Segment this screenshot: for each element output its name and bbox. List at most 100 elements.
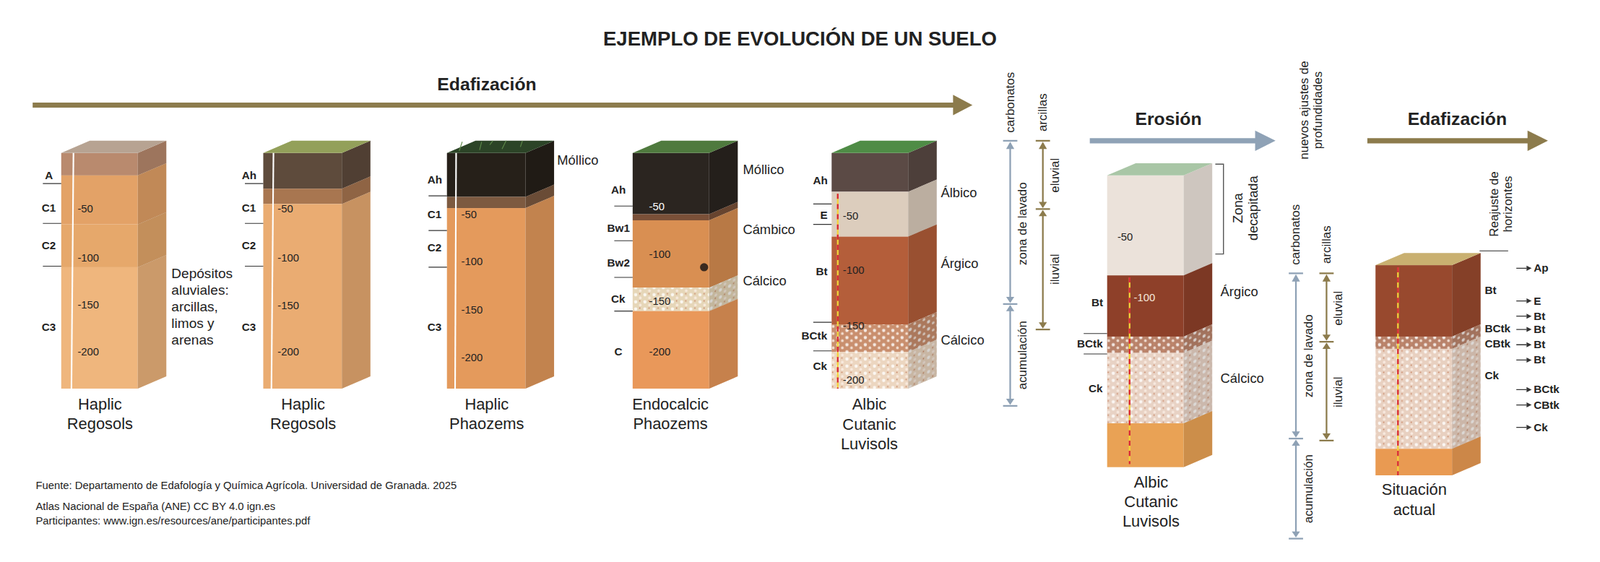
horizon-label: Bw1 (607, 221, 630, 235)
depth-mark: -50 (648, 200, 664, 214)
horizon-label: Ah (813, 174, 828, 188)
source-note: Fuente: Departamento de Edafología y Quí… (35, 479, 457, 492)
adjust-label: Reajuste de horizontes (1487, 163, 1516, 245)
horizon-label: CBtk (1533, 398, 1560, 412)
depth-mark: -50 (842, 210, 859, 223)
bracket-label: carbonatos (1288, 204, 1303, 266)
horizon-label: Bw2 (607, 256, 630, 270)
soil-block (42, 140, 167, 389)
soil-profile: Endocalcic PhaozemsAhBw1Bw2CkC-50-100-15… (605, 138, 798, 437)
depth-mark: -100 (1133, 291, 1156, 305)
horizon-label: C3 (427, 320, 443, 334)
profile-name: Albic Cutanic Luvisols (1110, 472, 1192, 532)
bracket-label: arcillas (1035, 93, 1050, 132)
process-arrow (1367, 130, 1548, 151)
depth-mark: -150 (277, 299, 300, 313)
horizon-label: C2 (427, 241, 443, 255)
profile-name: Endocalcic Phaozems (629, 394, 712, 435)
depth-bracket (1003, 140, 1051, 406)
source-note: Participantes: www.ign.es/resources/ane/… (35, 515, 310, 528)
horizon-label: C1 (41, 201, 57, 215)
diagnostic-horizon: Cálcico (940, 332, 984, 348)
soil-profile: Haplic PhaozemsAhC1C2C3-50-100-150-200Mó… (425, 138, 601, 437)
depth-mark: -200 (277, 346, 300, 359)
bracket-label: eluvial (1048, 158, 1062, 193)
horizon-label: Ah (241, 169, 257, 183)
bracket-label: iluvial (1332, 376, 1346, 407)
horizon-label: Bt (1533, 322, 1546, 336)
depth-mark: -50 (1117, 231, 1133, 244)
zone-label: Zona decapitada (1230, 172, 1262, 245)
depth-mark: -100 (648, 248, 671, 261)
depth-mark: -150 (77, 299, 99, 312)
bracket-label: iluvial (1048, 254, 1062, 285)
soil-block (428, 140, 555, 389)
soil-profile: Haplic Regosols AhC1C2C3 -50 -100 -150 -200 (239, 138, 373, 437)
soil-block (613, 140, 738, 389)
horizon-label: C1 (241, 201, 257, 215)
bracket-label: zona de lavado (1300, 314, 1315, 399)
bracket-label: zona de lavado (1015, 182, 1030, 266)
deposit-note: Depósitos aluviales: arcillas, limos y a… (171, 265, 241, 349)
process-label: Edafización (437, 74, 536, 95)
depth-bracket (1288, 273, 1334, 539)
depth-mark: -50 (277, 202, 293, 216)
soil-profile: Situación actualBtBCtkCBtkCkApEBtBtBtBtB… (1371, 250, 1562, 522)
profile-name: Situación actual (1373, 479, 1455, 520)
horizon-label: E (820, 208, 828, 222)
profile-name: Albic Cutanic Luvisols (828, 394, 911, 454)
horizon-label: Bt (1484, 283, 1496, 297)
bracket-label: acumulación (1300, 454, 1315, 523)
depth-mark: -200 (460, 351, 483, 365)
source-note: Atlas Nacional de España (ANE) CC BY 4.0… (35, 500, 276, 513)
bracket-label: acumulación (1015, 320, 1030, 390)
diagnostic-horizon: Cámbico (742, 221, 795, 237)
depth-mark: -50 (460, 208, 477, 222)
horizon-label: C (614, 345, 623, 359)
process-label: Edafización (1407, 109, 1507, 130)
horizon-label: Bt (1533, 309, 1546, 323)
horizon-label: BCtk (1077, 337, 1104, 351)
depth-mark: -150 (842, 320, 865, 333)
diagnostic-horizon: Árgico (1220, 283, 1259, 300)
depth-mark: -100 (460, 255, 483, 268)
horizon-label: BCtk (1484, 322, 1511, 336)
soil-profile: Albic Cutanic LuvisolsAhEBtBCtkCk-50-100… (799, 138, 987, 457)
depth-mark: -100 (842, 264, 865, 277)
soil-block (1083, 163, 1224, 468)
soil-block (1375, 250, 1532, 476)
horizon-label: Bt (1533, 353, 1546, 367)
depth-mark: -200 (842, 374, 865, 387)
horizon-label: C2 (241, 239, 257, 253)
horizon-label: BCtk (801, 329, 828, 343)
horizon-label: Bt (816, 265, 828, 279)
soil-block (813, 140, 937, 389)
bracket-label: arcillas (1319, 226, 1334, 265)
horizon-label: E (1533, 294, 1541, 308)
depth-mark: -100 (277, 252, 300, 265)
diagnostic-horizon: Móllico (556, 152, 599, 168)
diagnostic-horizon: Cálcico (1220, 370, 1265, 386)
horizon-label: Ap (1533, 261, 1548, 275)
soil-block (244, 140, 371, 389)
depth-mark: -50 (77, 202, 93, 216)
horizon-label: C2 (41, 239, 57, 253)
diagnostic-horizon: Móllico (742, 161, 784, 177)
profile-name: Haplic Phaozems (445, 394, 528, 435)
process-arrow (1090, 130, 1276, 151)
depth-mark: -200 (648, 346, 671, 359)
horizon-label: BCtk (1533, 382, 1560, 396)
depth-mark: -100 (77, 252, 99, 265)
horizon-label: C3 (241, 320, 257, 334)
horizon-label: Ck (1533, 421, 1548, 435)
bracket-label: nuevos ajustes de profundidades (1297, 59, 1326, 162)
horizon-label: CBtk (1484, 337, 1511, 351)
bracket-label: eluvial (1332, 291, 1346, 326)
soil-profile: Haplic RegosolsAC1C2C3-50-100-150-200 (39, 138, 170, 437)
diagnostic-horizon: Cálcico (742, 273, 786, 289)
horizon-label: C3 (41, 320, 57, 334)
profile-name: Haplic Regosols (262, 394, 344, 435)
profile-name: Haplic Regosols (59, 394, 141, 435)
horizon-label: Bt (1091, 296, 1104, 310)
